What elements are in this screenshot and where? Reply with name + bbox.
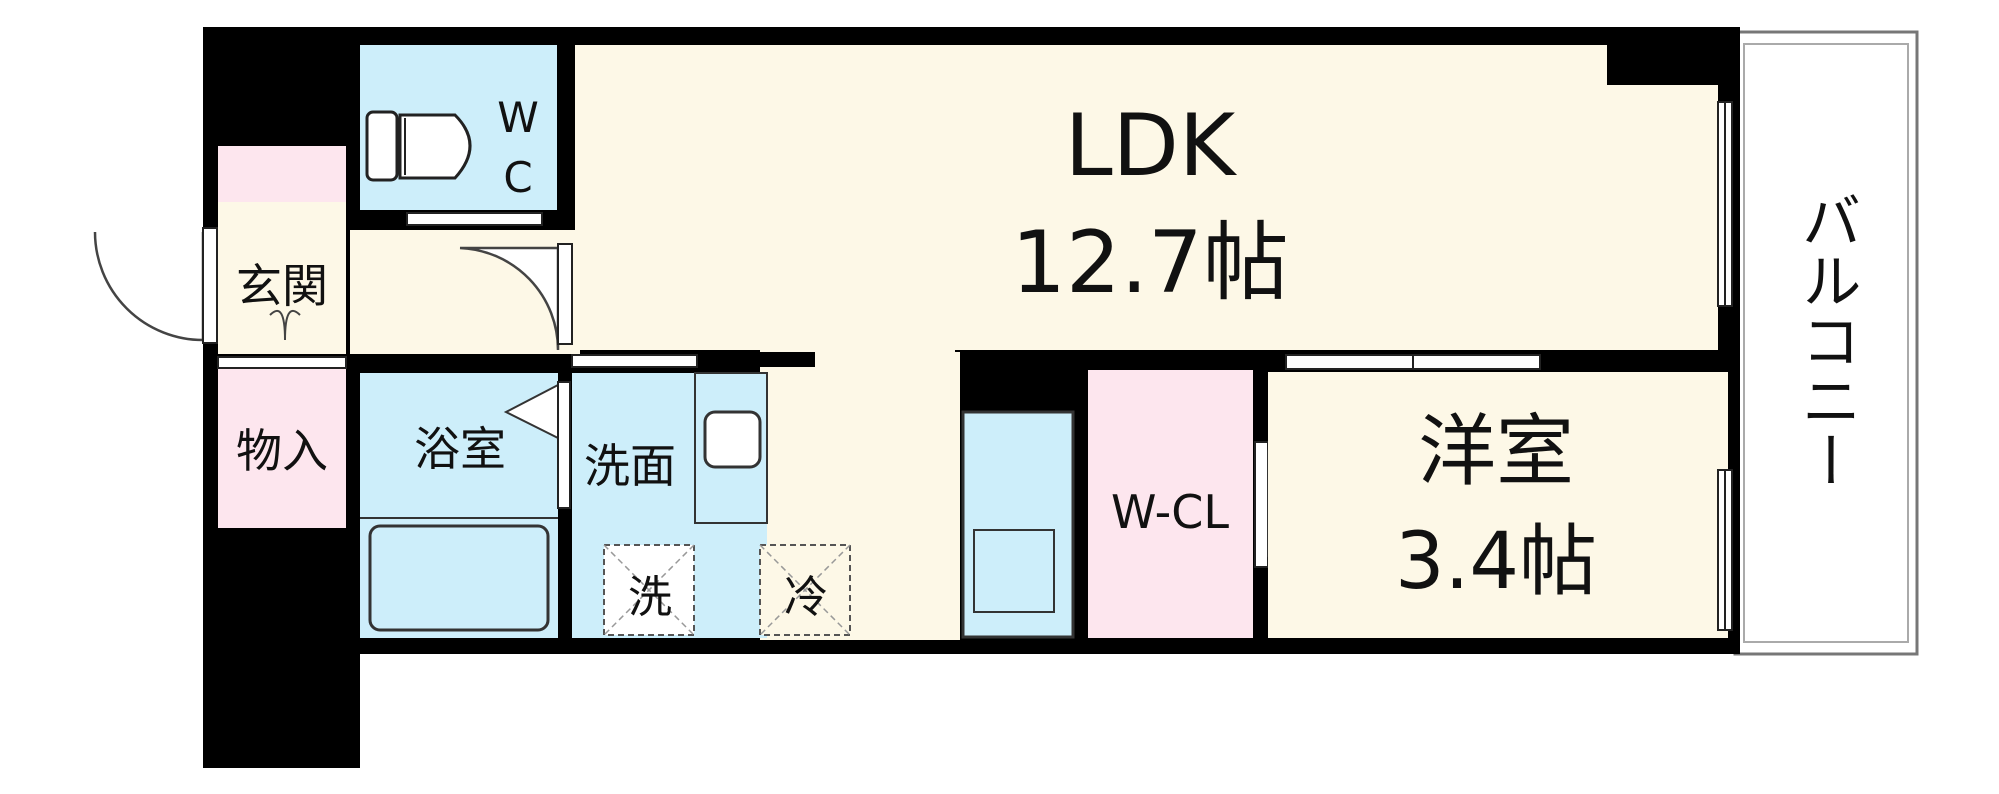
hallway-door-swing bbox=[459, 246, 560, 351]
bathtub bbox=[368, 524, 550, 632]
balcony-label: バルコニー bbox=[1791, 190, 1861, 490]
fridge-cross-2 bbox=[759, 544, 851, 636]
walkin-closet-room bbox=[1088, 370, 1253, 638]
wc-door-frame bbox=[406, 212, 543, 226]
wc-label-c: C bbox=[503, 153, 532, 202]
balcony-inner-rail bbox=[1743, 43, 1909, 643]
bath-label: 浴室 bbox=[414, 422, 506, 476]
wcl-door-frame bbox=[1254, 441, 1269, 568]
entrance-door-frame bbox=[202, 227, 218, 344]
shoe-box-symbol bbox=[269, 309, 301, 341]
washroom-door-frame bbox=[571, 354, 698, 368]
hallway-door-frame bbox=[557, 243, 573, 345]
washbasin-icon bbox=[703, 410, 762, 469]
fridge-label: 冷 bbox=[784, 572, 828, 623]
bath-door-swing bbox=[503, 384, 559, 439]
washer-label: 洗 bbox=[628, 572, 672, 623]
western-room-label: 洋室 bbox=[1418, 407, 1574, 497]
ldk-size: 12.7帖 bbox=[1011, 213, 1288, 313]
wall-stub-bottom-left bbox=[203, 640, 360, 768]
western-room bbox=[1268, 372, 1728, 638]
walkin-closet-label: W-CL bbox=[1111, 485, 1229, 539]
entrance-step bbox=[218, 146, 346, 202]
western-room-size: 3.4帖 bbox=[1395, 517, 1597, 607]
wc-label-w: W bbox=[497, 93, 539, 142]
washroom-label: 洗面 bbox=[584, 439, 676, 493]
storage-door-frame bbox=[217, 356, 347, 369]
storage-room bbox=[218, 368, 346, 528]
storage-label: 物入 bbox=[236, 424, 328, 478]
kitchen-sink-icon bbox=[973, 529, 1055, 613]
bath-door-frame bbox=[557, 381, 571, 509]
toilet-bowl-icon bbox=[398, 113, 472, 180]
ldk-wall-stub bbox=[760, 352, 815, 367]
ldk-label: LDK bbox=[1065, 96, 1238, 196]
toilet-tank-icon bbox=[365, 110, 399, 182]
entrance-door-swing bbox=[93, 231, 205, 342]
washer-cross-2 bbox=[603, 544, 695, 636]
balcony-area bbox=[1733, 30, 1919, 656]
entrance-label: 玄関 bbox=[236, 259, 328, 313]
